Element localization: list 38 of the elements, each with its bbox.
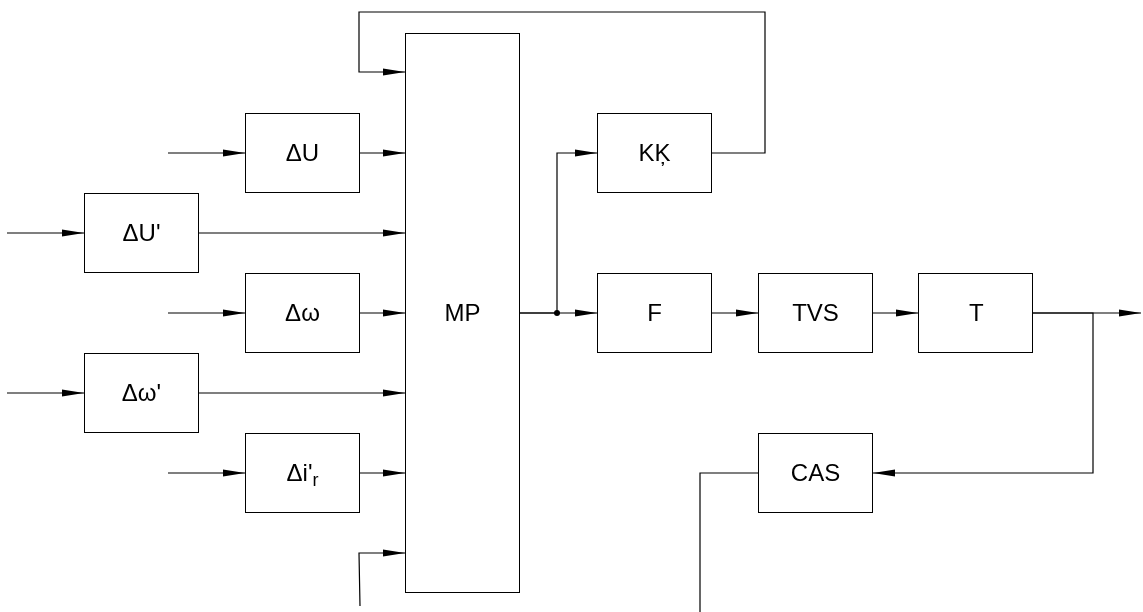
input-arrow xyxy=(358,549,406,607)
block-label: ΔU' xyxy=(122,221,161,245)
arrow xyxy=(359,149,406,157)
arrow xyxy=(359,309,406,317)
input-arrow xyxy=(6,389,85,397)
block-box xyxy=(758,433,873,513)
block-box xyxy=(758,273,873,353)
input-arrow xyxy=(167,469,246,477)
block-label: KĶ xyxy=(638,141,671,165)
arrow xyxy=(519,149,598,314)
block-box xyxy=(245,433,360,513)
block-label: Δi'$_{r}$ xyxy=(286,461,319,485)
block-box xyxy=(84,193,199,273)
block-label: T xyxy=(969,301,984,325)
block-label: Δω' xyxy=(121,381,162,405)
block-label: Δω xyxy=(285,301,320,325)
input-arrow xyxy=(167,149,246,157)
arrow xyxy=(358,11,766,154)
arrow xyxy=(711,309,759,317)
block-box xyxy=(918,273,1033,353)
block-label: F xyxy=(647,301,662,325)
arrow xyxy=(872,309,919,317)
block-label: CAS xyxy=(790,461,841,485)
block-box xyxy=(245,113,360,193)
block-label: TVS xyxy=(792,301,839,325)
block-label: MP xyxy=(444,301,481,325)
arrow xyxy=(198,389,406,397)
arrow xyxy=(872,312,1094,477)
block-box xyxy=(405,33,520,593)
block-box xyxy=(245,273,360,353)
arrow xyxy=(359,469,406,477)
block-label: ΔU xyxy=(285,141,320,165)
input-arrow xyxy=(167,309,246,317)
input-arrow xyxy=(6,229,85,237)
arrow xyxy=(198,229,406,237)
block-box xyxy=(84,353,199,433)
block-box xyxy=(597,273,712,353)
block-box xyxy=(597,113,712,193)
